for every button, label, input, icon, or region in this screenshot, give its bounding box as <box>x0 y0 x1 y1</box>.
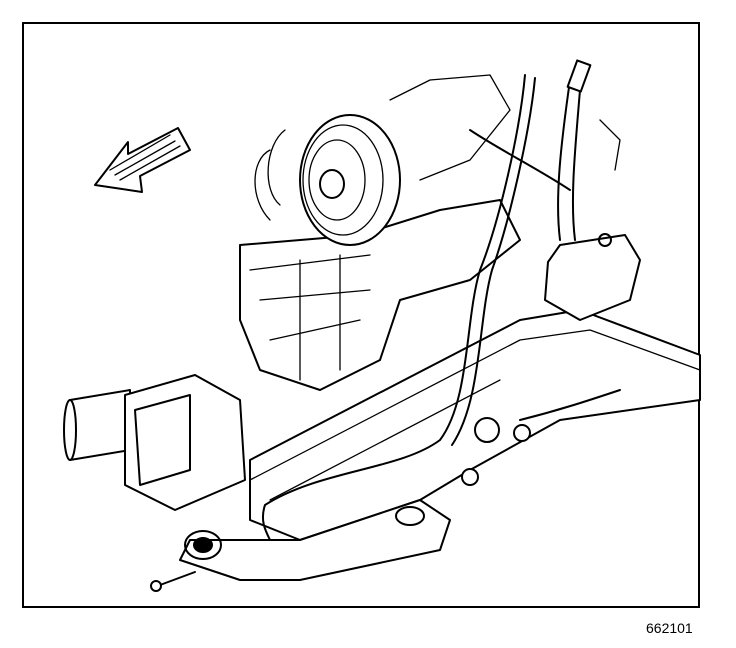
crankshaft-pulley <box>299 114 401 246</box>
engine-block <box>239 74 521 391</box>
frame-tube <box>63 374 246 511</box>
frame-crossmember <box>179 233 701 581</box>
wiring-harness <box>261 59 621 541</box>
ground-bolt <box>150 530 222 592</box>
front-direction-arrow-icon <box>94 127 191 193</box>
figure-number: 662101 <box>646 620 693 636</box>
illustration-border <box>22 22 700 608</box>
